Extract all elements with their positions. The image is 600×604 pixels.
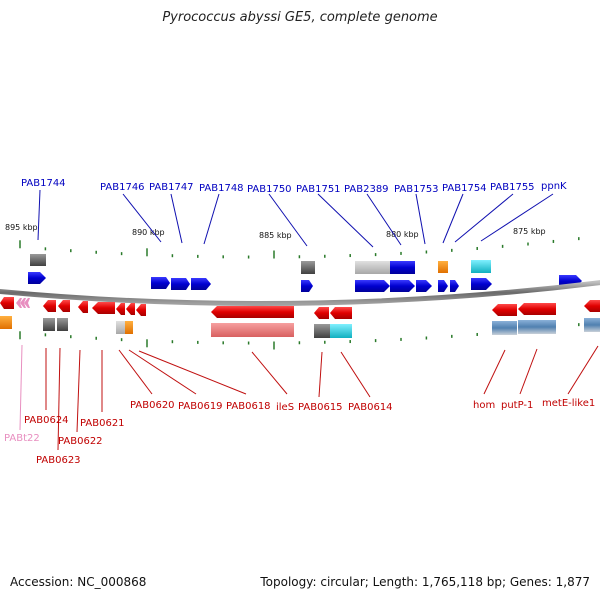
feature-gray[interactable] (57, 318, 68, 331)
trna-feature[interactable] (24, 298, 30, 308)
scale-label: 885 kbp (259, 231, 292, 240)
upper-features (30, 254, 491, 274)
gene-label[interactable]: PAB0615 (298, 402, 343, 413)
gene-label[interactable]: PAB0624 (24, 415, 69, 426)
gene-label[interactable]: PAB1747 (149, 182, 194, 193)
feature-orange[interactable] (125, 321, 133, 334)
genome-summary-text: Topology: circular; Length: 1,765,118 bp… (260, 575, 590, 589)
gene-label[interactable]: PAB0619 (178, 401, 223, 412)
gene-forward[interactable] (390, 280, 415, 292)
feature-cyan[interactable] (330, 324, 352, 338)
scale-label: 890 kbp (132, 228, 165, 237)
gene-label[interactable]: PAB2389 (344, 184, 389, 195)
gene-label[interactable]: ileS (276, 402, 294, 413)
scale-label: 880 kbp (386, 230, 419, 239)
scale-label: 895 kbp (5, 223, 38, 232)
gene-forward[interactable] (28, 272, 46, 284)
scale-label: 875 kbp (513, 227, 546, 236)
gene-reverse[interactable] (136, 304, 146, 316)
scale-ticks-upper (19, 237, 580, 259)
gene-reverse[interactable] (211, 306, 294, 318)
reverse-strand-genes (0, 297, 600, 319)
gene-reverse[interactable] (78, 301, 88, 313)
gene-reverse[interactable] (314, 307, 329, 319)
trna-leader-line (19, 344, 23, 431)
gene-label[interactable]: PAB0622 (58, 436, 103, 447)
feature-gray[interactable] (30, 254, 46, 266)
gene-label[interactable]: hom (473, 400, 495, 411)
gene-label[interactable]: PAB0620 (130, 400, 175, 411)
gene-label[interactable]: PAB1748 (199, 183, 244, 194)
gene-label[interactable]: metE-like1 (542, 398, 595, 409)
feature-pink[interactable] (211, 323, 294, 337)
gene-reverse[interactable] (492, 304, 517, 316)
accession-text: Accession: NC_000868 (10, 575, 147, 589)
gene-forward[interactable] (301, 280, 313, 292)
top-leader-lines (37, 189, 554, 248)
gene-label[interactable]: PAB0623 (36, 455, 81, 466)
gene-reverse[interactable] (0, 297, 14, 309)
feature-blue[interactable] (390, 261, 415, 274)
gene-reverse[interactable] (126, 303, 135, 315)
gene-reverse[interactable] (43, 300, 56, 312)
feature-gray[interactable] (43, 318, 55, 331)
feature-gray[interactable] (301, 261, 315, 274)
genome-backbone (0, 280, 600, 307)
gene-label[interactable]: PAB0621 (80, 418, 125, 429)
feature-steel[interactable] (584, 318, 600, 332)
gene-reverse[interactable] (584, 300, 600, 312)
gene-label[interactable]: putP-1 (501, 400, 533, 411)
feature-steel[interactable] (492, 321, 517, 335)
gene-reverse[interactable] (330, 307, 352, 319)
gene-label[interactable]: ppnK (541, 181, 567, 192)
gene-forward[interactable] (471, 278, 492, 290)
gene-label[interactable]: PAB1746 (100, 182, 145, 193)
gene-label[interactable]: PAB1754 (442, 183, 487, 194)
forward-strand-genes (28, 272, 582, 292)
gene-reverse[interactable] (518, 303, 556, 315)
feature-orange[interactable] (438, 261, 448, 273)
gene-forward[interactable] (355, 280, 390, 292)
gene-forward[interactable] (151, 277, 170, 289)
gene-label[interactable]: PAB1755 (490, 182, 535, 193)
gene-forward[interactable] (191, 278, 211, 290)
gene-label[interactable]: PAB1753 (394, 184, 439, 195)
gene-label[interactable]: PAB1751 (296, 184, 341, 195)
gene-forward[interactable] (416, 280, 432, 292)
gene-label[interactable]: PAB0614 (348, 402, 393, 413)
feature-steel[interactable] (518, 320, 556, 334)
gene-label[interactable]: PAB1744 (21, 178, 66, 189)
feature-cyan[interactable] (471, 260, 491, 273)
top-gene-labels: PAB1744 PAB1746 PAB1747 PAB1748 PAB1750 … (21, 178, 567, 195)
trna-feature[interactable] (20, 298, 26, 308)
trna-feature[interactable] (16, 298, 22, 308)
gene-label[interactable]: PAB0618 (226, 401, 271, 412)
feature-orange[interactable] (0, 316, 12, 329)
feature-lightgray[interactable] (116, 321, 125, 334)
gene-forward[interactable] (450, 280, 459, 292)
gene-reverse[interactable] (92, 302, 115, 314)
feature-gray[interactable] (314, 324, 330, 338)
genome-title: Pyrococcus abyssi GE5, complete genome (162, 10, 438, 25)
gene-reverse[interactable] (58, 300, 70, 312)
gene-forward[interactable] (438, 280, 448, 292)
bottom-leader-lines (45, 345, 599, 451)
trna-label[interactable]: PABt22 (4, 433, 40, 444)
lower-features (0, 316, 600, 338)
feature-lightgray[interactable] (355, 261, 390, 274)
gene-forward[interactable] (171, 278, 190, 290)
bottom-gene-labels: PAB0624 PAB0623 PAB0622 PAB0621 PAB0620 … (24, 398, 595, 466)
gene-reverse[interactable] (116, 303, 125, 315)
gene-label[interactable]: PAB1750 (247, 184, 292, 195)
